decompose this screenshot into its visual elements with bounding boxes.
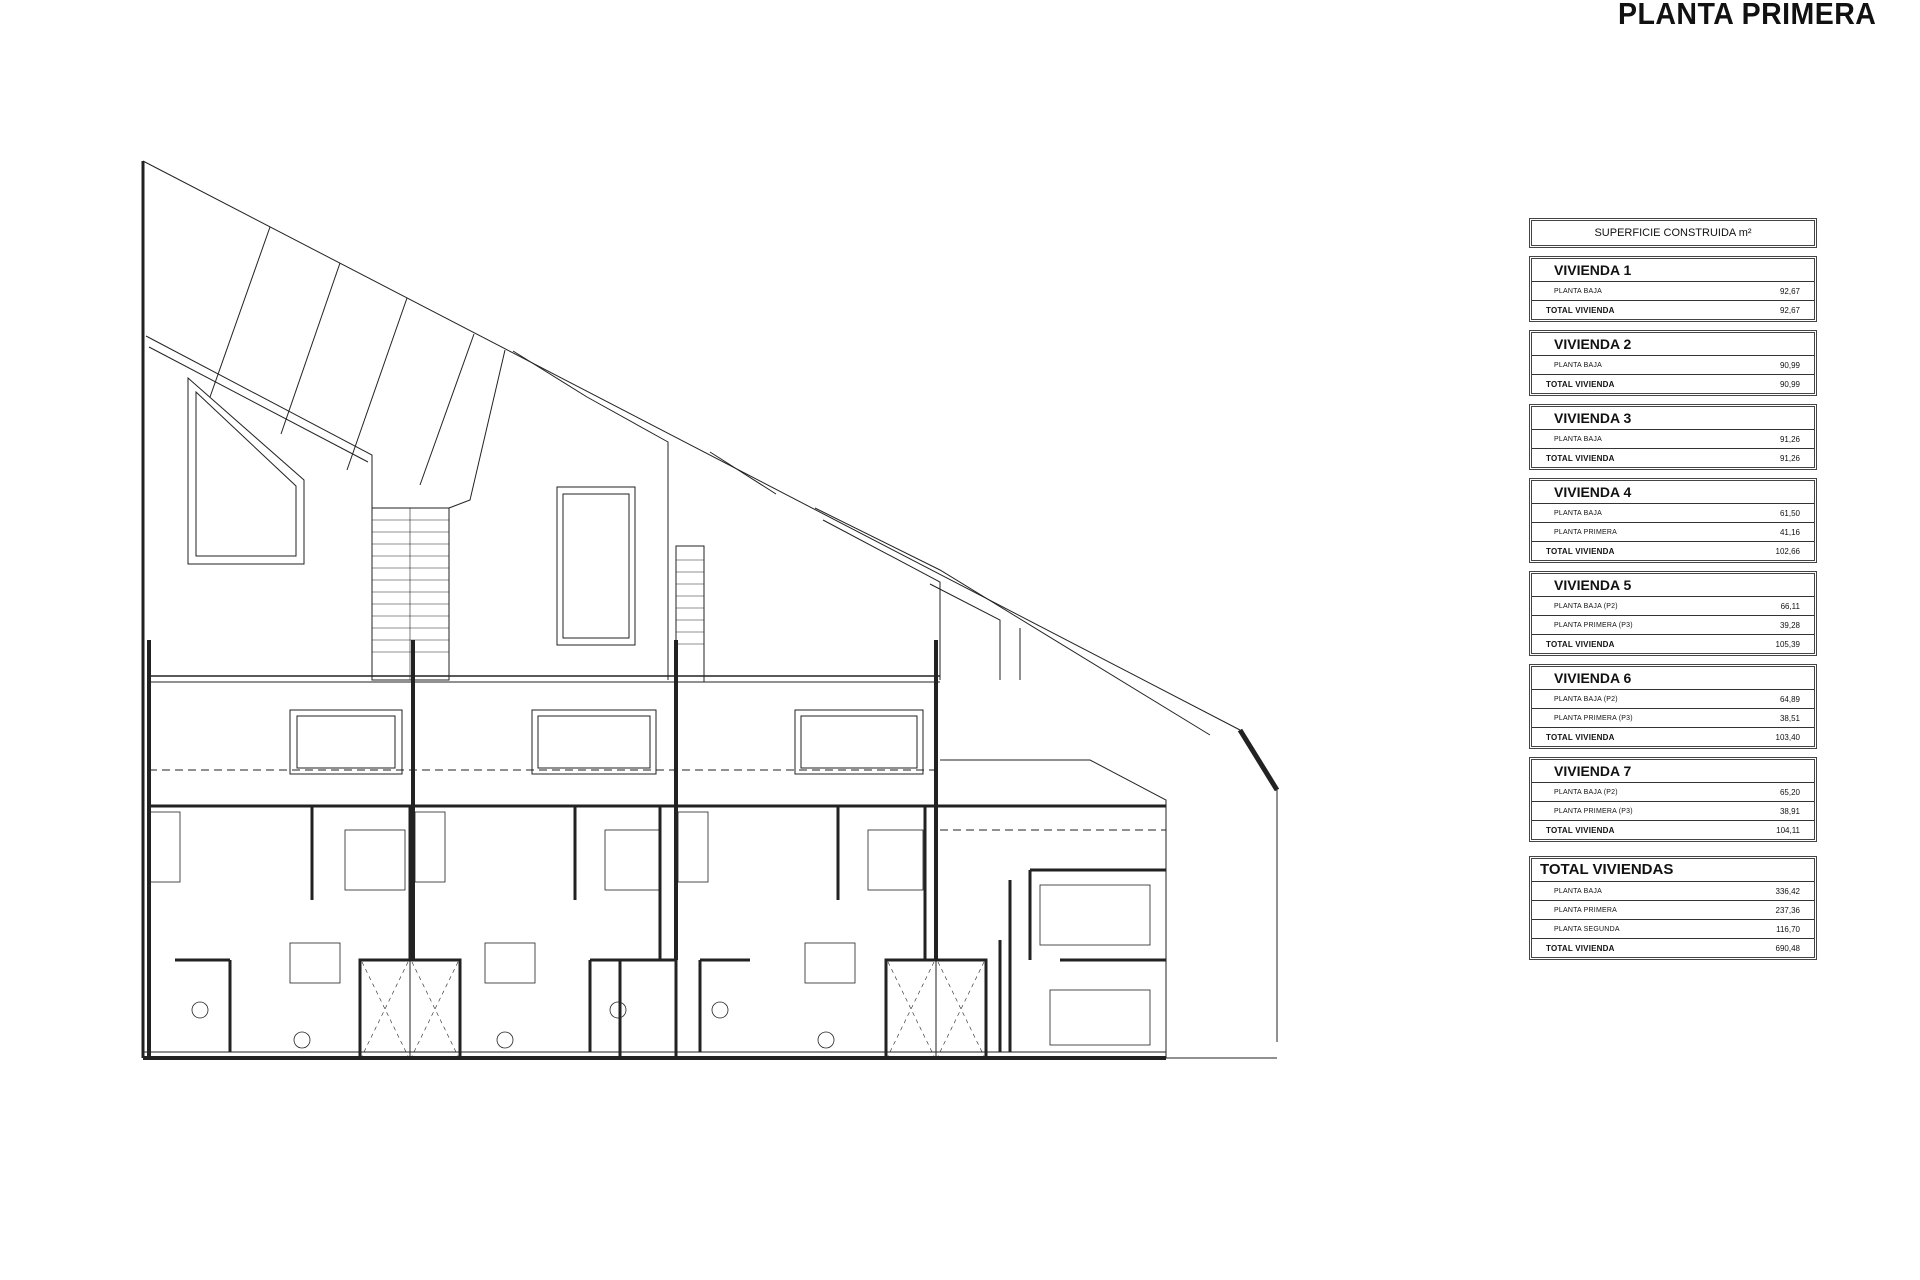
row-value: 38,51 — [1779, 713, 1800, 723]
row-value: 61,50 — [1779, 508, 1800, 518]
total-row: TOTAL VIVIENDA 105,39 — [1532, 635, 1814, 653]
section-heading: VIVIENDA 7 — [1532, 760, 1814, 783]
total-row: TOTAL VIVIENDA 104,11 — [1532, 821, 1814, 839]
row-label: PLANTA BAJA (P2) — [1554, 695, 1618, 703]
section-heading: VIVIENDA 4 — [1532, 481, 1814, 504]
surface-row: PLANTA BAJA (P2) 66,11 — [1532, 597, 1814, 616]
total-value: 104,11 — [1776, 825, 1800, 835]
row-value: 92,67 — [1779, 286, 1800, 296]
row-label: PLANTA BAJA — [1554, 287, 1602, 295]
total-value: 105,39 — [1775, 639, 1800, 649]
total-value: 103,40 — [1775, 732, 1800, 742]
row-value: 116,70 — [1776, 924, 1800, 934]
total-row: TOTAL VIVIENDA 91,26 — [1532, 449, 1814, 467]
row-label: PLANTA BAJA — [1554, 361, 1602, 369]
total-row: TOTAL VIVIENDA 102,66 — [1532, 542, 1814, 560]
row-value: 91,26 — [1779, 434, 1800, 444]
surface-row: PLANTA BAJA 336,42 — [1532, 882, 1814, 901]
surface-row: PLANTA PRIMERA (P3) 39,28 — [1532, 616, 1814, 635]
surface-row: PLANTA PRIMERA (P3) 38,91 — [1532, 802, 1814, 821]
surface-table-title: SUPERFICIE CONSTRUIDA m² — [1594, 227, 1752, 239]
section-heading: VIVIENDA 1 — [1532, 259, 1814, 282]
row-label: PLANTA BAJA (P2) — [1554, 788, 1618, 796]
row-label: PLANTA BAJA — [1554, 887, 1602, 895]
total-value: 92,67 — [1779, 305, 1800, 315]
surface-row: PLANTA PRIMERA (P3) 38,51 — [1532, 709, 1814, 728]
row-label: PLANTA PRIMERA — [1554, 906, 1617, 914]
surface-table-header: SUPERFICIE CONSTRUIDA m² — [1529, 218, 1817, 248]
total-row: TOTAL VIVIENDA 90,99 — [1532, 375, 1814, 393]
surface-row: PLANTA BAJA 91,26 — [1532, 430, 1814, 449]
total-label: TOTAL VIVIENDA — [1546, 453, 1615, 463]
surface-row: PLANTA BAJA 92,67 — [1532, 282, 1814, 301]
total-label: TOTAL VIVIENDA — [1546, 639, 1615, 649]
total-label: TOTAL VIVIENDA — [1546, 732, 1615, 742]
section-heading: VIVIENDA 6 — [1532, 667, 1814, 690]
row-value: 237,36 — [1775, 905, 1800, 915]
total-value: 102,66 — [1775, 546, 1800, 556]
surface-row: PLANTA BAJA (P2) 65,20 — [1532, 783, 1814, 802]
total-label: TOTAL VIVIENDA — [1546, 379, 1615, 389]
total-row: TOTAL VIVIENDA 92,67 — [1532, 301, 1814, 319]
section-heading: VIVIENDA 2 — [1532, 333, 1814, 356]
row-value: 66,11 — [1780, 601, 1800, 611]
total-row: TOTAL VIVIENDA 690,48 — [1532, 939, 1814, 957]
row-value: 90,99 — [1779, 360, 1800, 370]
row-label: PLANTA PRIMERA (P3) — [1554, 807, 1633, 815]
total-label: TOTAL VIVIENDA — [1546, 546, 1615, 556]
surface-row: PLANTA PRIMERA 237,36 — [1532, 901, 1814, 920]
total-label: TOTAL VIVIENDA — [1546, 305, 1615, 315]
row-label: PLANTA BAJA — [1554, 435, 1602, 443]
section-heading: VIVIENDA 5 — [1532, 574, 1814, 597]
surface-row: PLANTA SEGUNDA 116,70 — [1532, 920, 1814, 939]
row-value: 65,20 — [1779, 787, 1800, 797]
row-label: PLANTA BAJA — [1554, 509, 1602, 517]
total-label: TOTAL VIVIENDA — [1546, 943, 1615, 953]
surface-row: PLANTA PRIMERA 41,16 — [1532, 523, 1814, 542]
row-label: PLANTA PRIMERA (P3) — [1554, 714, 1633, 722]
row-label: PLANTA SEGUNDA — [1554, 925, 1620, 933]
row-value: 336,42 — [1775, 886, 1800, 896]
row-label: PLANTA BAJA (P2) — [1554, 602, 1618, 610]
total-row: TOTAL VIVIENDA 103,40 — [1532, 728, 1814, 746]
row-value: 64,89 — [1779, 694, 1800, 704]
total-label: TOTAL VIVIENDA — [1546, 825, 1615, 835]
row-label: PLANTA PRIMERA — [1554, 528, 1617, 536]
site-boundary-diagonal — [142, 160, 1241, 731]
section-heading: VIVIENDA 3 — [1532, 407, 1814, 430]
section-heading: TOTAL VIVIENDAS — [1532, 859, 1814, 882]
total-value: 91,26 — [1779, 453, 1800, 463]
surface-row: PLANTA BAJA 61,50 — [1532, 504, 1814, 523]
total-value: 690,48 — [1775, 943, 1800, 953]
row-value: 39,28 — [1779, 620, 1800, 630]
drawing-title: PLANTA PRIMERA — [1618, 0, 1877, 31]
surface-row: PLANTA BAJA (P2) 64,89 — [1532, 690, 1814, 709]
total-value: 90,99 — [1779, 379, 1800, 389]
surface-row: PLANTA BAJA 90,99 — [1532, 356, 1814, 375]
row-value: 41,16 — [1779, 527, 1800, 537]
row-label: PLANTA PRIMERA (P3) — [1554, 621, 1633, 629]
row-value: 38,91 — [1779, 806, 1800, 816]
